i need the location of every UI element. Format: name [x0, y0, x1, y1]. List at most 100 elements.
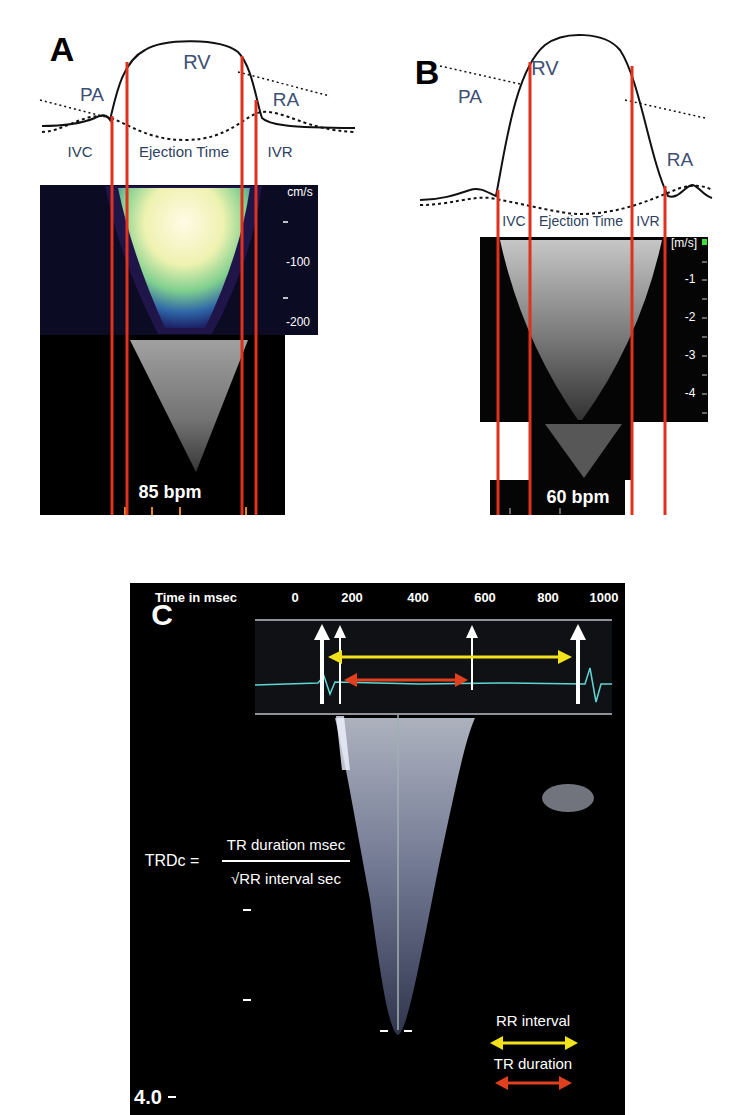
- timing-lines-a-part: [126, 62, 129, 515]
- timing-lines-b: [498, 62, 665, 515]
- chamber-label: RV: [531, 57, 558, 79]
- legend-label: TR duration: [494, 1056, 572, 1073]
- velocity-scale-a-part: [283, 221, 288, 223]
- timing-lines-b-part: [529, 62, 532, 515]
- legend-samples-part: [559, 1076, 572, 1090]
- timing-lines-a-part: [241, 56, 244, 515]
- doppler-image-a-part: [118, 188, 250, 328]
- time-marker-arrows-part: [339, 634, 341, 704]
- velocity-scale-b-part: [702, 375, 707, 376]
- phase-label: IVR: [267, 144, 292, 161]
- rr-interval-arrow-part: [328, 650, 342, 664]
- formula-text: TRDc =: [143, 852, 202, 870]
- time-marker-arrows-part: [576, 636, 580, 704]
- tr-duration-arrow-part: [455, 673, 468, 687]
- formula-denominator: √RR interval sec: [229, 871, 343, 888]
- doppler-image-c: [130, 583, 625, 1115]
- velocity-scale-b-part: [702, 356, 707, 357]
- doppler-image-b-part: [490, 480, 625, 515]
- doppler-image-a-part: [40, 185, 318, 335]
- timing-lines-a-part: [111, 116, 114, 515]
- axis-tick-label: -2: [685, 311, 696, 324]
- doppler-image-c-part: [336, 716, 350, 770]
- time-marker-arrows-part: [314, 624, 330, 640]
- doppler-image-b-part-part: [510, 508, 511, 514]
- doppler-image-a-part: [105, 186, 262, 334]
- phase-label: IVC: [67, 144, 92, 161]
- legend-samples-part: [565, 1036, 578, 1050]
- time-ticks-a: [125, 507, 246, 515]
- axis-title: Time in msec: [155, 591, 237, 605]
- doppler-image-b-part: [545, 424, 622, 478]
- doppler-image-b-part: [530, 422, 632, 480]
- doppler-image-a: [40, 185, 318, 515]
- phase-label: Ejection Time: [139, 144, 229, 161]
- doppler-image-c-part-part: [380, 1030, 388, 1032]
- pressure-curves-a: [40, 41, 355, 140]
- doppler-image-a-part: [130, 340, 248, 472]
- pressure-curves-a-part: [42, 112, 355, 140]
- axis-tick-label: 200: [341, 591, 363, 605]
- axis-tick-label: -3: [685, 349, 696, 362]
- doppler-image-c-part: [168, 910, 412, 1097]
- doppler-image-b-part: [480, 237, 708, 422]
- legend-samples-part: [505, 1082, 562, 1085]
- axis-unit: [m/s]: [671, 237, 697, 250]
- time-marker-arrows: [314, 624, 586, 704]
- phase-label: Ejection Time: [539, 214, 623, 229]
- velocity-scale-a-part: [283, 297, 288, 299]
- time-marker-arrows-part: [466, 625, 478, 638]
- heart-rate-label: 60 bpm: [544, 488, 611, 508]
- chamber-label: PA: [458, 87, 482, 108]
- velocity-scale-b-part: [702, 262, 707, 263]
- time-ticks-a-part: [245, 507, 247, 515]
- time-marker-arrows-part: [334, 625, 346, 638]
- doppler-image-c-part: [335, 718, 475, 1035]
- doppler-image-b-part: [500, 240, 662, 420]
- panel-letter: B: [415, 54, 440, 91]
- axis-tick-label: -200: [286, 316, 310, 329]
- pressure-curves-a-part: [42, 41, 355, 128]
- chamber-label: RA: [273, 90, 299, 111]
- pressure-curves-b-part: [625, 100, 705, 118]
- tr-duration-arrow-part: [344, 673, 357, 687]
- chamber-label: RA: [667, 150, 693, 171]
- timing-lines-a: [112, 56, 256, 515]
- legend-label: RR interval: [496, 1013, 570, 1030]
- doppler-image-c-part-part: [404, 1030, 412, 1032]
- axis-tick-label: 800: [537, 591, 559, 605]
- doppler-image-c-part-part: [255, 619, 612, 621]
- pressure-curves-b: [420, 35, 712, 214]
- velocity-scale-b-part: [702, 413, 707, 414]
- doppler-image-b-part: [510, 508, 560, 514]
- time-marker-arrows-part: [320, 636, 324, 704]
- phase-label: IVC: [502, 214, 525, 229]
- phase-label: IVR: [636, 214, 659, 229]
- doppler-image-c-part: [255, 620, 612, 714]
- chamber-label: PA: [80, 85, 104, 106]
- rr-interval-arrow: [328, 650, 572, 664]
- doppler-image-c-part: [397, 715, 399, 1030]
- velocity-scale-b-part: [702, 318, 707, 319]
- formula-numerator: TR duration msec: [225, 837, 347, 854]
- legend-samples-part: [495, 1076, 508, 1090]
- panel-letter: A: [50, 31, 75, 68]
- axis-unit: cm/s: [287, 186, 312, 199]
- axis-tick-label: 0: [291, 591, 298, 605]
- doppler-image-b-part-part: [560, 508, 561, 514]
- doppler-image-c-part-part: [243, 909, 251, 911]
- axis-tick-label: 400: [407, 591, 429, 605]
- time-marker-arrows-part: [471, 634, 473, 690]
- doppler-image-c-part: [130, 583, 625, 1115]
- axis-tick-label: 4.0: [134, 1086, 162, 1108]
- doppler-image-c-part-part: [168, 1096, 176, 1098]
- timing-lines-b-part: [497, 190, 500, 515]
- tr-duration-arrow: [344, 673, 468, 687]
- doppler-image-a-part: [40, 335, 285, 515]
- time-ticks-a-part: [151, 507, 153, 515]
- time-marker-arrows-part: [570, 624, 586, 640]
- doppler-image-c-part: [255, 668, 612, 702]
- doppler-image-c-part: [255, 621, 612, 713]
- velocity-scale-b-part: [702, 337, 707, 338]
